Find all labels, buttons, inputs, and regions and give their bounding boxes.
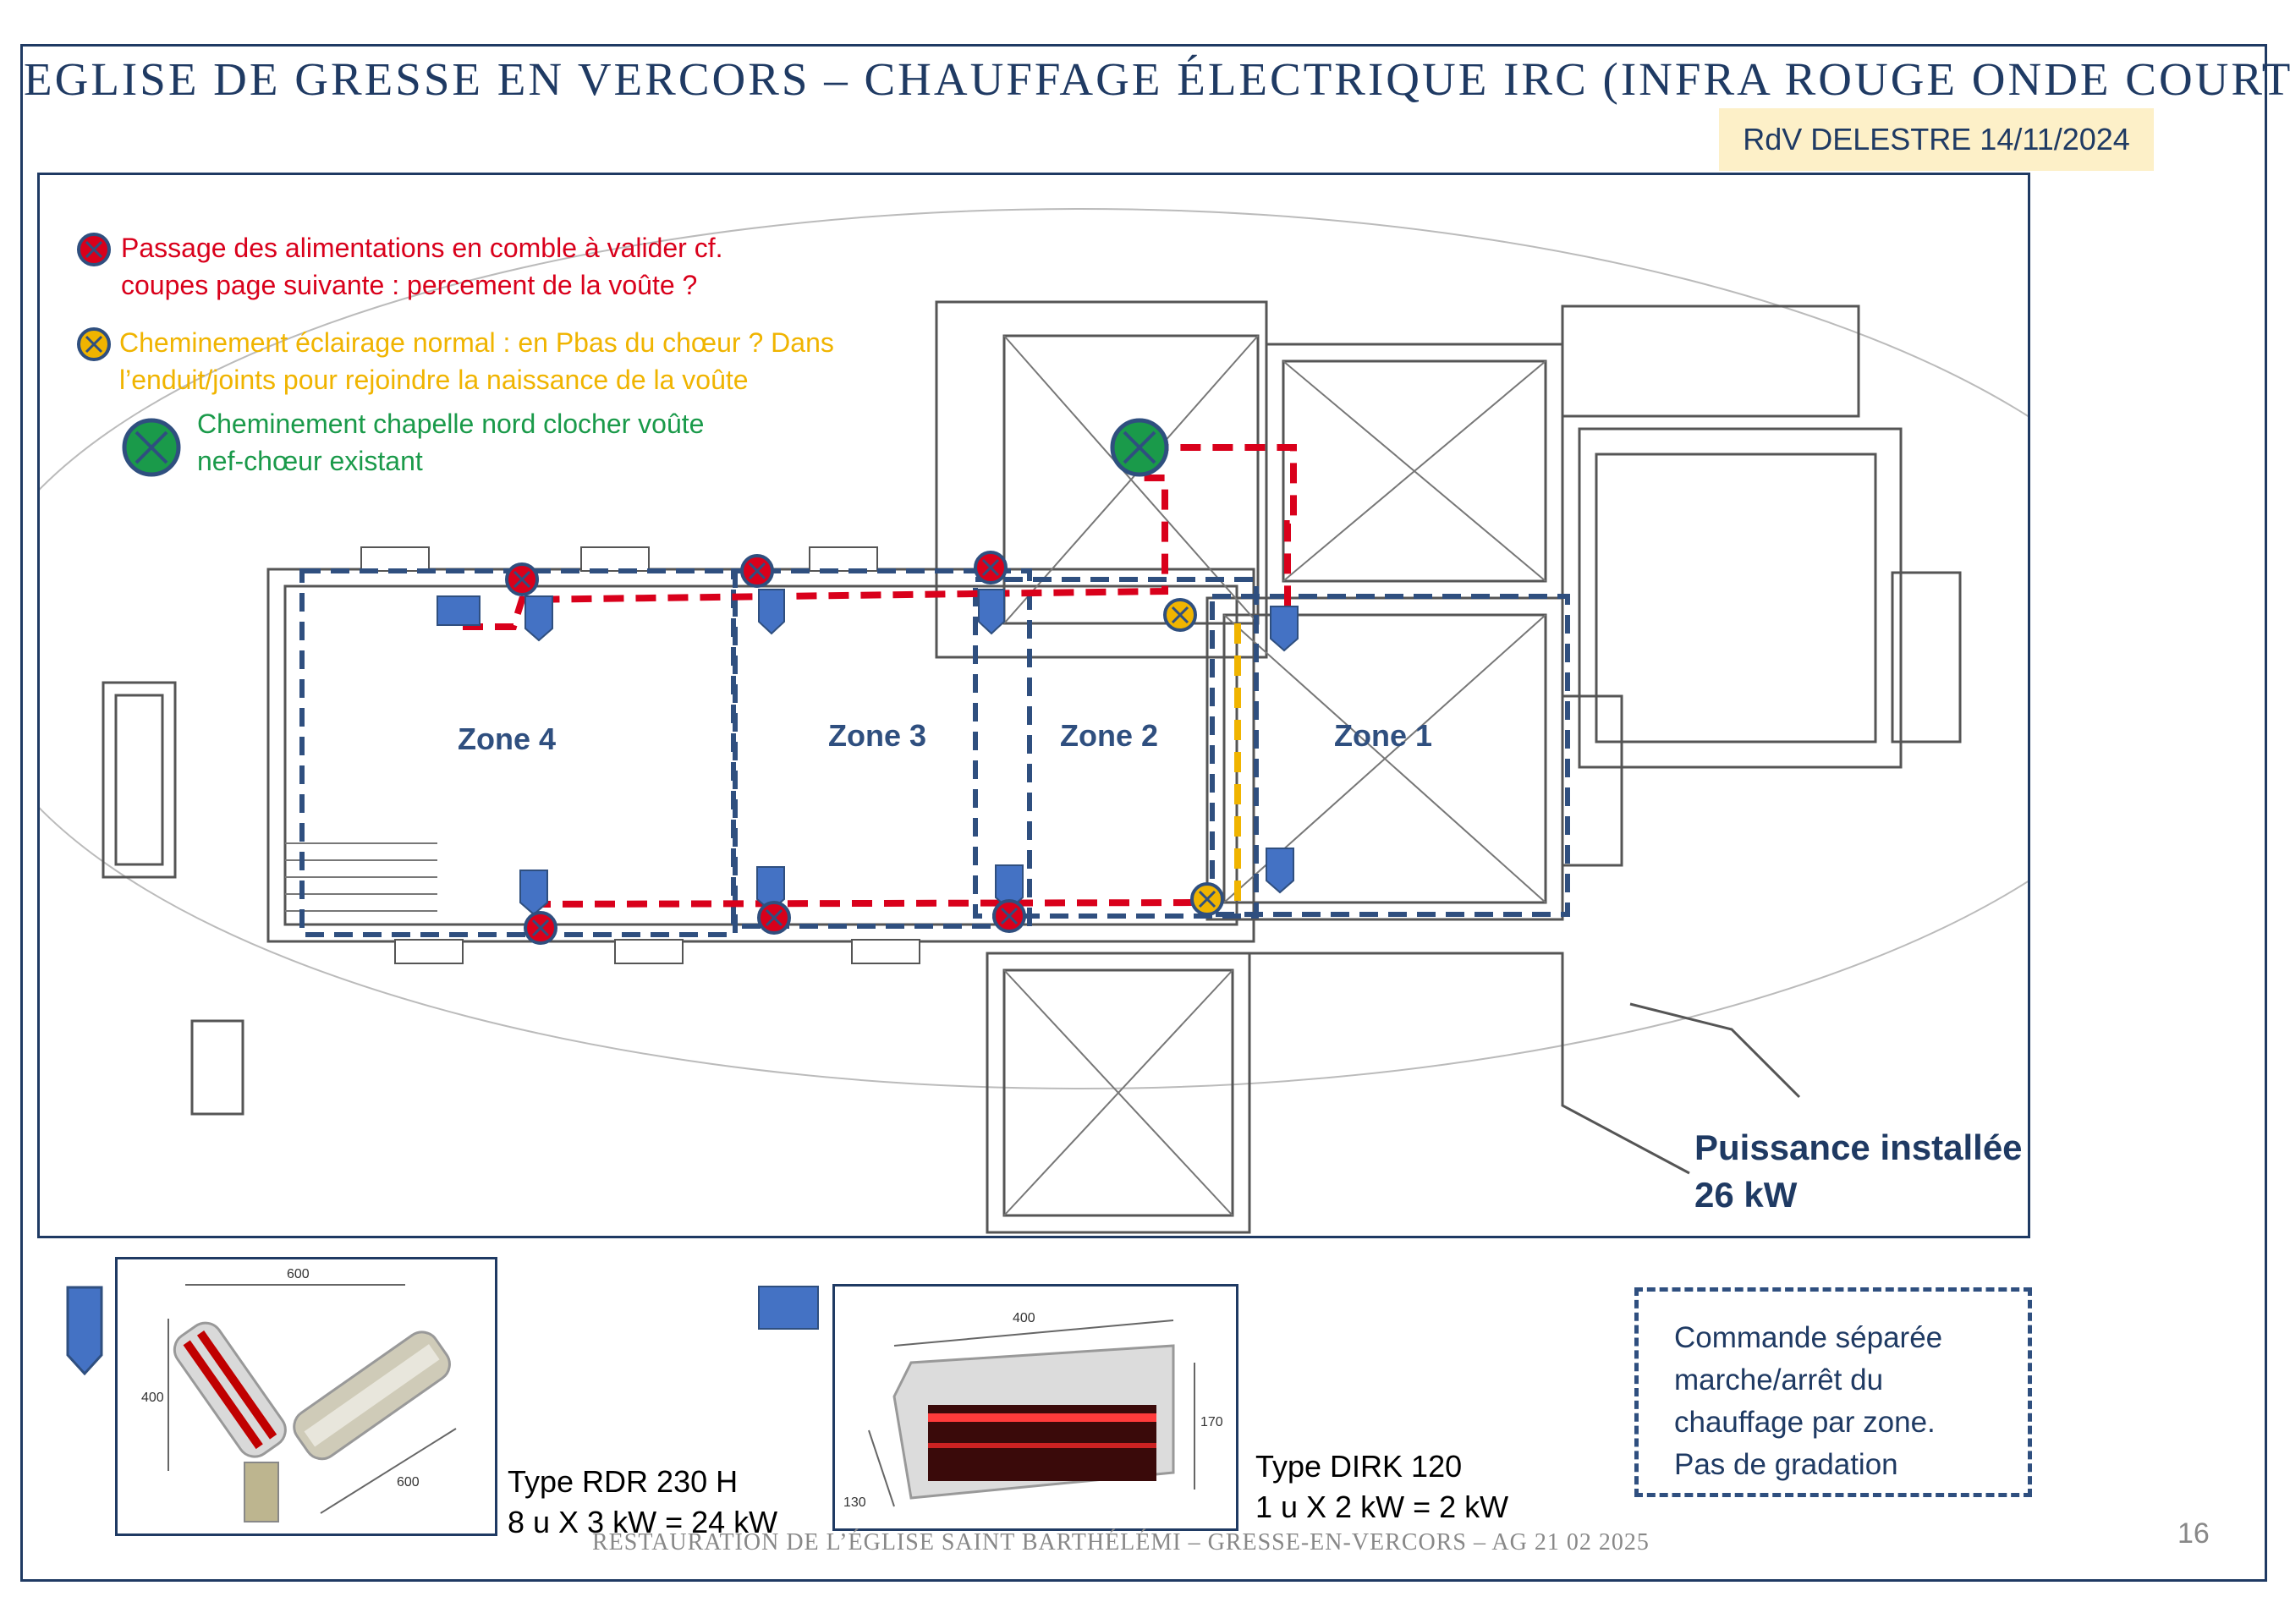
vault-diagonals	[1003, 335, 1546, 1216]
red-marker	[757, 901, 791, 935]
floor-plan: Passage des alimentations en comble à va…	[37, 173, 2030, 1238]
legend-green-line-2: nef-chœur existant	[197, 446, 423, 476]
zone-2-boundary	[973, 577, 1259, 919]
floor-plan-drawing	[40, 208, 2028, 1234]
buttresses	[360, 546, 920, 964]
yellow-marker	[1190, 882, 1224, 916]
legend-green-line-1: Cheminement chapelle nord clocher voûte	[197, 409, 705, 439]
red-marker	[974, 551, 1008, 584]
installed-power-value: 26 kW	[1694, 1175, 1798, 1215]
dirk-product-image: 400 170 130	[832, 1284, 1238, 1531]
rdr-heaters	[519, 589, 1299, 916]
legend-green-text: Cheminement chapelle nord clocher voûte …	[197, 405, 704, 480]
dirk-heater-marker	[437, 595, 481, 626]
legend-yellow-line-2: l’enduit/joints pour rejoindre la naissa…	[119, 365, 749, 395]
legend-yellow-line-1: Cheminement éclairage normal : en Pbas d…	[119, 327, 834, 358]
red-marker	[505, 562, 539, 596]
zone-4-label: Zone 4	[458, 721, 557, 756]
page-title: EGLISE DE GRESSE EN VERCORS – CHAUFFAGE …	[24, 53, 2290, 105]
dirk-type-line-1: Type DIRK 120	[1255, 1449, 1463, 1484]
legend-red-line-2: coupes page suivante : percement de la v…	[121, 270, 698, 300]
dirk-type-text: Type DIRK 120 1 u X 2 kW = 2 kW	[1255, 1446, 1508, 1528]
zone-3-boundary	[731, 568, 1032, 929]
green-cross-marker-icon	[122, 418, 181, 477]
rdr-type-line-2: 8 u X 3 kW = 24 kW	[508, 1505, 778, 1539]
dirk-dim-height: 170	[1200, 1415, 1223, 1429]
red-marker	[740, 554, 774, 588]
rdr-heater-marker	[758, 589, 785, 635]
rdr-type-text: Type RDR 230 H 8 u X 3 kW = 24 kW	[508, 1462, 777, 1543]
command-line-2: marche/arrêt du	[1674, 1363, 1884, 1396]
legend-red-text: Passage des alimentations en comble à va…	[121, 229, 723, 304]
site-outline	[40, 208, 2028, 1089]
rdr-type-line-1: Type RDR 230 H	[508, 1464, 739, 1499]
rdr-dim-arm: 600	[397, 1475, 420, 1490]
legend-yellow-text: Cheminement éclairage normal : en Pbas d…	[119, 324, 834, 398]
page-frame	[20, 44, 2267, 1582]
page-number: 16	[2177, 1517, 2210, 1550]
command-line-4: Pas de gradation	[1674, 1448, 1898, 1481]
red-marker	[992, 899, 1026, 933]
zone-command-text: Commande séparée marche/arrêt du chauffa…	[1674, 1317, 1942, 1486]
red-marker	[524, 911, 557, 945]
yellow-cross-marker-icon	[77, 327, 111, 361]
red-passage-markers	[505, 551, 1026, 945]
staircase	[285, 842, 437, 912]
rdr-heater-illustration: 600 400 600	[141, 1267, 457, 1522]
dirk-type-line-2: 1 u X 2 kW = 2 kW	[1255, 1490, 1509, 1524]
rdr-heater-marker	[524, 595, 553, 642]
shield-heater-icon	[66, 1286, 103, 1375]
dirk-dim-width: 400	[1013, 1311, 1035, 1325]
command-line-3: chauffage par zone.	[1674, 1406, 1936, 1439]
zone-boundaries	[299, 568, 1570, 937]
footer-text: RESTAURATION DE L’ÉGLISE SAINT BARTHÉLÉM…	[592, 1529, 1650, 1555]
zone-3-label: Zone 3	[828, 718, 927, 753]
dirk-heater-illustration: 400 170 130	[843, 1311, 1223, 1510]
command-line-1: Commande séparée	[1674, 1321, 1943, 1354]
rdr-dim-width: 600	[287, 1267, 310, 1281]
rdr-heater-marker	[519, 870, 548, 916]
rdr-dim-height: 400	[141, 1391, 164, 1405]
zone-1-label: Zone 1	[1334, 718, 1433, 753]
green-marker	[1110, 418, 1169, 477]
meeting-date-badge: RdV DELESTRE 14/11/2024	[1719, 108, 2154, 171]
dirk-dim-depth: 130	[843, 1495, 866, 1510]
rdr-heater-marker	[1266, 848, 1294, 894]
rdr-heater-marker	[1270, 606, 1299, 652]
installed-power: Puissance installée 26 kW	[1694, 1124, 2023, 1219]
zone-command-note: Commande séparée marche/arrêt du chauffa…	[1634, 1287, 2032, 1497]
installed-power-label: Puissance installée	[1694, 1127, 2023, 1167]
power-supply-route	[463, 444, 1297, 908]
rdr-product-image: 600 400 600	[115, 1257, 497, 1536]
legend-red-line-1: Passage des alimentations en comble à va…	[121, 233, 723, 263]
yellow-marker	[1163, 598, 1197, 632]
zone-1-boundary	[1210, 594, 1570, 917]
yellow-lighting-markers	[1163, 598, 1224, 916]
zone-2-label: Zone 2	[1060, 718, 1159, 753]
rectangle-heater-icon	[758, 1286, 819, 1330]
red-cross-marker-icon	[77, 233, 111, 266]
rdr-heater-marker	[978, 589, 1005, 635]
